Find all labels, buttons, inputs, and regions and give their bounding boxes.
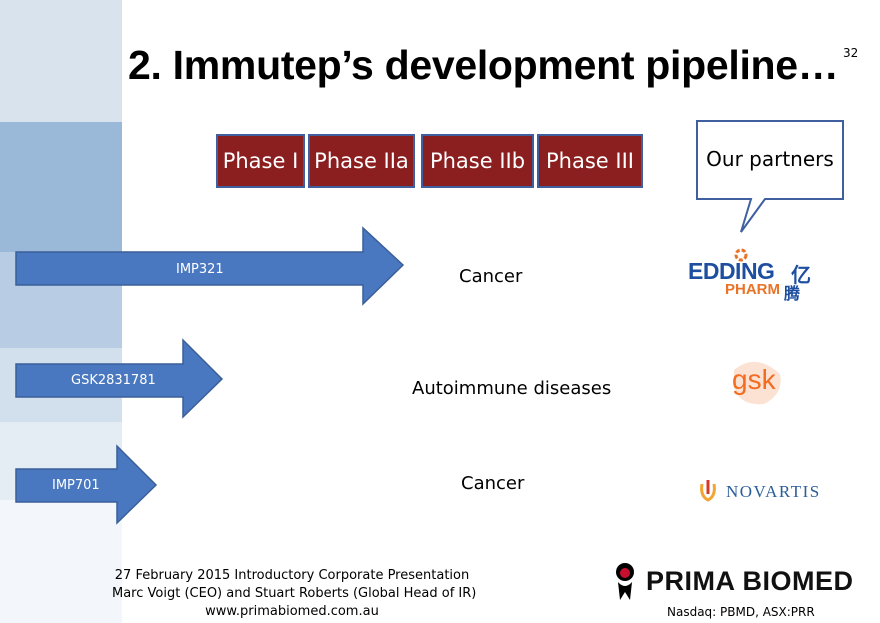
stock-listing: Nasdaq: PBMD, ASX:PRR bbox=[667, 605, 815, 619]
gsk-swirl-icon bbox=[734, 361, 781, 405]
footer-text: 27 February 2015 Introductory Corporate … bbox=[112, 567, 477, 621]
indication-imp701: Cancer bbox=[461, 473, 525, 494]
novartis-logo: NOVARTIS bbox=[698, 476, 828, 506]
program-label-imp321: IMP321 bbox=[176, 262, 224, 277]
prima-biomed-word: PRIMA BIOMED bbox=[646, 566, 854, 596]
phase-2a-header: Phase IIa bbox=[308, 134, 415, 188]
indication-gsk2831781: Autoimmune diseases bbox=[412, 378, 612, 399]
footer-line-3: www.primabiomed.com.au bbox=[205, 604, 379, 619]
phase-1-header: Phase I bbox=[216, 134, 305, 188]
prima-biomed-logo: PRIMA BIOMED bbox=[610, 562, 870, 602]
phase-3-header: Phase III bbox=[537, 134, 643, 188]
decor-band-3 bbox=[0, 252, 122, 348]
decor-band-1 bbox=[0, 0, 122, 122]
edding-cn-char-1: 亿 bbox=[791, 265, 811, 287]
edding-pharm-logo: EDDING 亿 PHARM 腾 bbox=[688, 248, 818, 303]
page-title: 2. Immutep’s development pipeline… bbox=[128, 42, 839, 88]
prima-ribbon-icon bbox=[616, 563, 634, 600]
program-label-gsk2831781: GSK2831781 bbox=[71, 373, 156, 388]
pharm-word: PHARM bbox=[725, 281, 780, 298]
gsk-word: gsk bbox=[732, 364, 776, 395]
gsk-logo: gsk bbox=[728, 358, 784, 406]
partners-callout-label: Our partners bbox=[706, 147, 834, 171]
program-label-imp701: IMP701 bbox=[52, 478, 100, 493]
decor-band-6 bbox=[0, 500, 122, 623]
edding-word: EDDING bbox=[688, 258, 775, 284]
novartis-word: NOVARTIS bbox=[726, 482, 821, 501]
decor-band-2 bbox=[0, 122, 122, 252]
indication-imp321: Cancer bbox=[459, 266, 523, 287]
phase-2b-header: Phase IIb bbox=[421, 134, 534, 188]
edding-cn-char-2: 腾 bbox=[784, 286, 801, 303]
slide-number: 32 bbox=[843, 46, 859, 60]
novartis-flame-icon bbox=[700, 480, 716, 502]
footer-line-1: 27 February 2015 Introductory Corporate … bbox=[114, 568, 470, 583]
edding-star-icon bbox=[734, 248, 748, 262]
footer-line-2: Marc Voigt (CEO) and Stuart Roberts (Glo… bbox=[112, 586, 477, 601]
